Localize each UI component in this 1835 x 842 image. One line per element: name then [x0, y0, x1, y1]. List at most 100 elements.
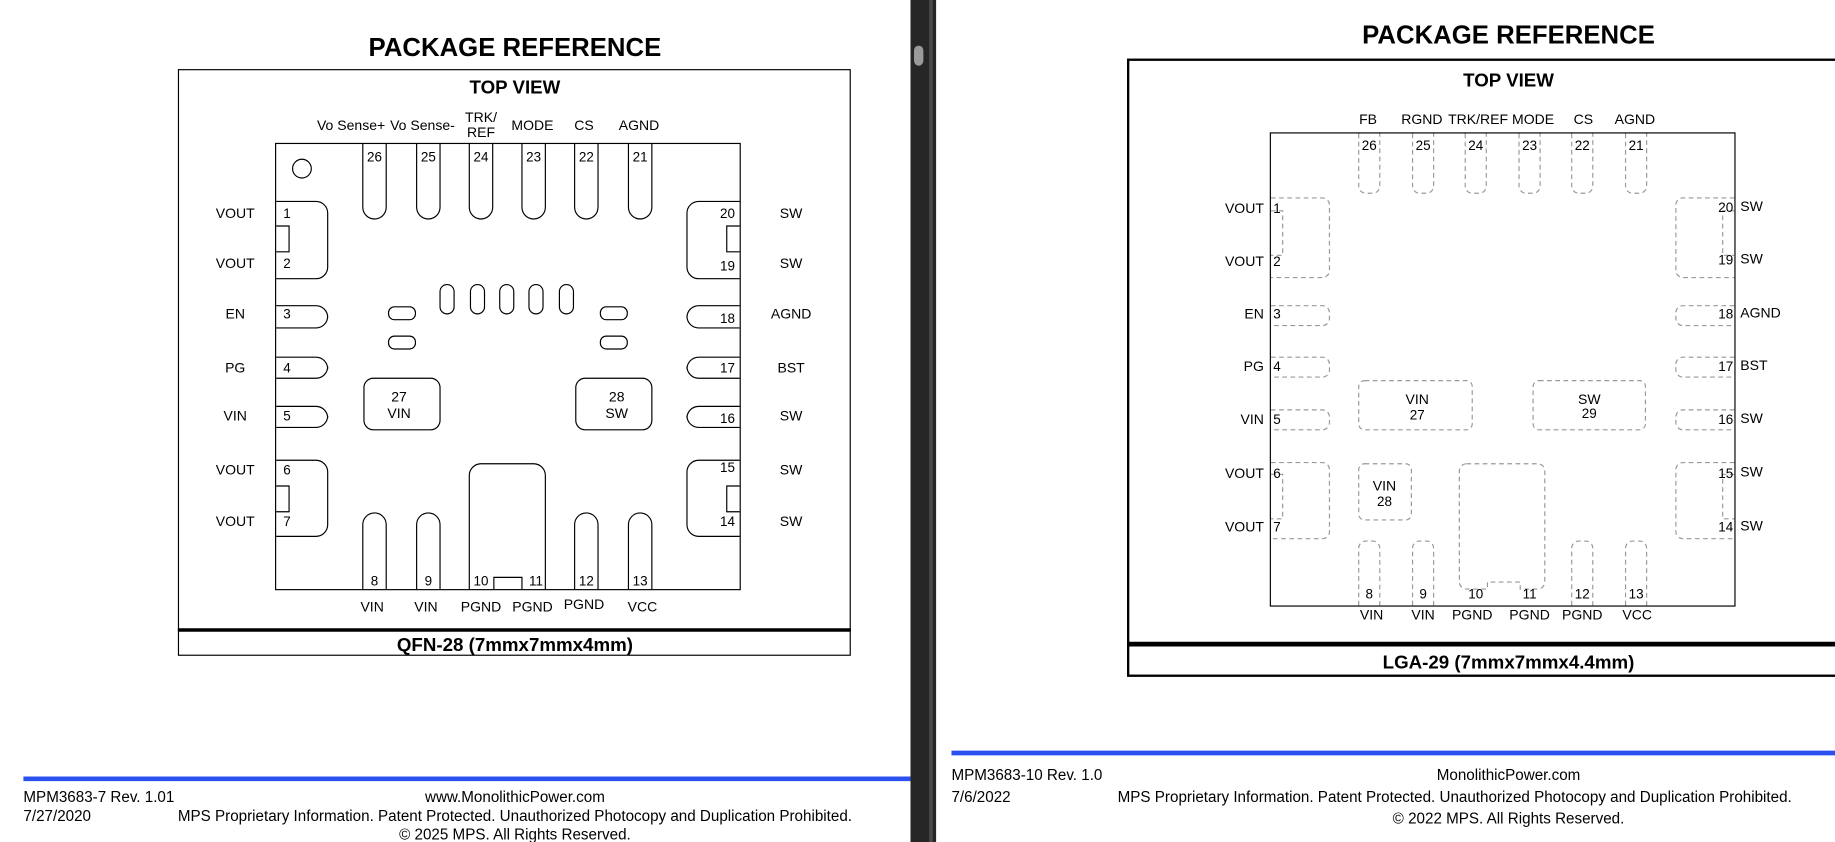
- pin-number: 29: [1582, 406, 1597, 421]
- pin-label: VOUT: [216, 255, 255, 271]
- side-pad: [1270, 409, 1331, 431]
- pin-number: 18: [720, 311, 735, 326]
- chip-body: [275, 142, 741, 591]
- pin-number: 26: [367, 150, 382, 165]
- top-pad: [1518, 133, 1541, 194]
- pin-number: 23: [526, 150, 541, 165]
- top-pad: [1464, 133, 1487, 194]
- top-pad: [1411, 133, 1435, 194]
- pin-label: VOUT: [1225, 465, 1264, 481]
- pin-number: 17: [720, 360, 735, 375]
- pin-label: AGND: [771, 306, 812, 322]
- side-pad: [686, 305, 740, 329]
- side-pad: [276, 459, 329, 537]
- pin-label: VOUT: [1225, 253, 1264, 269]
- footer-website: www.MonolithicPower.com: [424, 789, 605, 806]
- pin-label: VIN: [224, 407, 247, 423]
- page-title: PACKAGE REFERENCE: [1362, 21, 1655, 49]
- pin-number: 6: [1273, 466, 1280, 481]
- pin-number: 21: [1629, 138, 1644, 153]
- top-pad: [627, 144, 653, 220]
- package-caption: LGA-29 (7mmx7mmx4.4mm): [1383, 652, 1635, 673]
- side-pad: [1675, 305, 1735, 327]
- pin-number: 9: [1419, 586, 1426, 601]
- pin-label: SW: [780, 205, 803, 221]
- pin-label: SW: [1740, 518, 1763, 534]
- exposed-pad-vin: [1358, 380, 1473, 431]
- pin-label: SW: [605, 405, 628, 421]
- pin-number: 10: [1468, 586, 1483, 601]
- pin-number: 5: [283, 408, 290, 423]
- pin-number: 20: [1718, 200, 1733, 215]
- side-pad: [276, 356, 329, 379]
- pin-label: VOUT: [1225, 519, 1264, 535]
- footer-website: MonolithicPower.com: [1437, 767, 1581, 784]
- side-pad: [1270, 305, 1331, 327]
- pin-label: AGND: [1615, 111, 1656, 127]
- pin-number: 21: [633, 150, 648, 165]
- pin-number: 6: [283, 462, 290, 477]
- pin-number: 27: [1410, 407, 1425, 422]
- document-page-left: PACKAGE REFERENCE QFN-28 (7mmx7mmx4mm) T…: [0, 0, 911, 842]
- page-divider: [910, 0, 937, 842]
- top-pad: [1571, 133, 1594, 194]
- top-pad: [468, 144, 494, 220]
- figure-frame: [1126, 58, 1835, 677]
- pin-number: 11: [529, 574, 543, 589]
- scrollbar-thumb[interactable]: [914, 45, 924, 66]
- pin-number: 16: [720, 411, 735, 426]
- pin-number: 8: [371, 574, 378, 589]
- exposed-pad-vin: [363, 377, 441, 431]
- bottom-pad: [416, 512, 441, 590]
- footer-notice: MPS Proprietary Information. Patent Prot…: [1118, 789, 1792, 806]
- pin-label: RGND: [1401, 111, 1442, 127]
- thermal-via: [558, 283, 575, 315]
- pin-number: 28: [1377, 494, 1392, 509]
- pin-number: 17: [1718, 359, 1733, 374]
- footer-date: 7/6/2022: [951, 789, 1010, 806]
- side-pad: [1675, 409, 1735, 431]
- pin-label: SW: [1740, 198, 1763, 214]
- pin-label: PG: [225, 359, 245, 375]
- pin-label: PGND: [1509, 607, 1550, 623]
- pin-number: 18: [1718, 307, 1733, 322]
- thermal-via: [499, 283, 515, 315]
- pin-label: SW: [1740, 410, 1763, 426]
- bottom-pad: [1411, 540, 1435, 606]
- exposed-pad-sw: [1532, 380, 1647, 431]
- thermal-via: [528, 283, 544, 315]
- pin-label: VIN: [1373, 478, 1396, 494]
- pin-number: 15: [1718, 466, 1733, 481]
- pin-label: Vo Sense+: [317, 117, 385, 133]
- thermal-via: [599, 335, 628, 350]
- pin-label: Vo Sense-: [390, 117, 455, 133]
- side-pad: [1270, 356, 1331, 378]
- side-pad: [1270, 197, 1331, 279]
- side-pad: [1675, 461, 1735, 540]
- pin-label: BST: [1740, 357, 1768, 373]
- pin-number: 1: [1273, 201, 1280, 216]
- pin-number: 24: [1468, 138, 1483, 153]
- thermal-via: [469, 283, 486, 315]
- pin-label: PGND: [461, 598, 502, 614]
- pin-label: EN: [1244, 306, 1263, 322]
- pin-number: 11: [1523, 586, 1537, 601]
- pin-label: VOUT: [216, 205, 255, 221]
- thermal-via: [439, 283, 455, 315]
- pin-number: 14: [720, 514, 735, 529]
- pin-label: BST: [777, 359, 805, 375]
- pin-number: 22: [1575, 138, 1590, 153]
- pin-number: 23: [1522, 138, 1537, 153]
- pin-number: 12: [1575, 586, 1590, 601]
- pin-number: 16: [1718, 412, 1733, 427]
- pin-label: AGND: [619, 117, 660, 133]
- top-pad: [521, 144, 546, 220]
- pgnd-pad: [468, 463, 546, 590]
- side-pad: [1270, 461, 1331, 540]
- thermal-via: [387, 335, 417, 350]
- figure-frame: [177, 69, 851, 656]
- pin-label: PGND: [1562, 607, 1603, 623]
- package-caption: QFN-28 (7mmx7mmx4mm): [397, 634, 633, 655]
- chip-body: [1269, 132, 1736, 607]
- pin1-marker: [291, 158, 312, 179]
